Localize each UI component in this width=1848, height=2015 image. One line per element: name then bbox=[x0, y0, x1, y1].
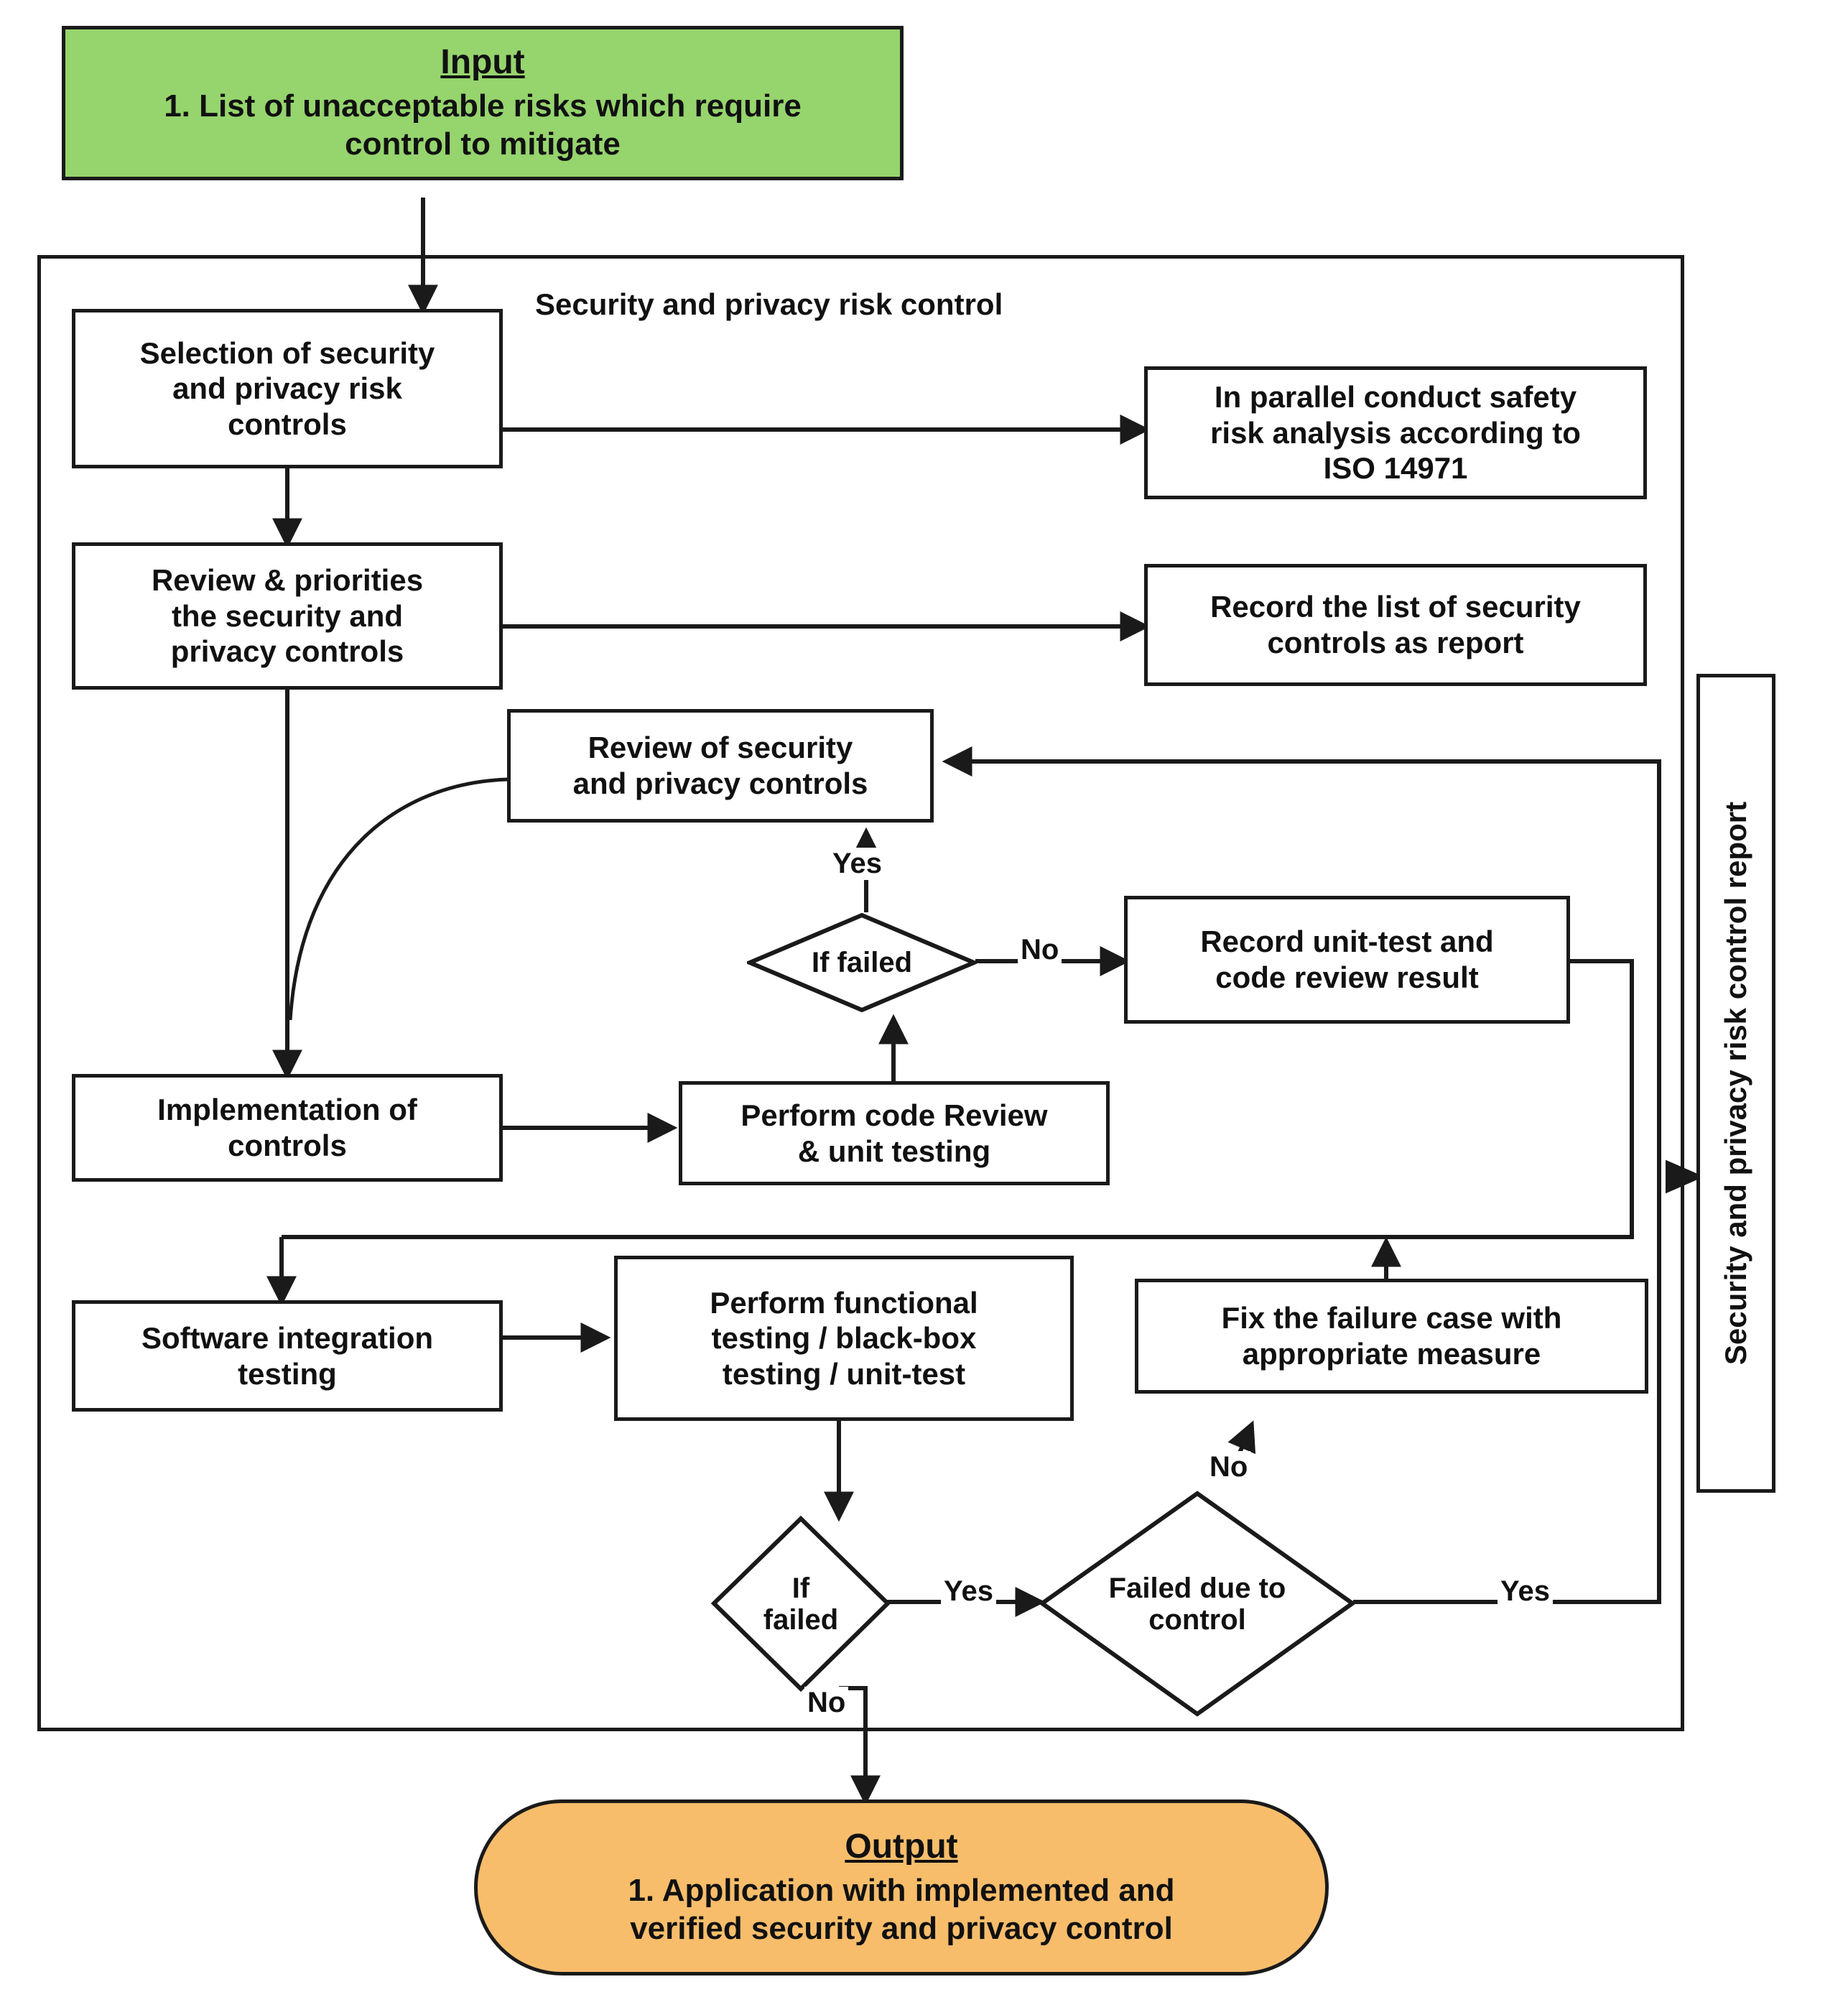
node-record-controls-report[interactable]: Record the list of security controls as … bbox=[1144, 564, 1647, 686]
decision-failed-due-to-control[interactable]: Failed due to control bbox=[1039, 1491, 1355, 1717]
input-body: 1. List of unacceptable risks which requ… bbox=[164, 88, 802, 162]
node-parallel-safety-analysis[interactable]: In parallel conduct safety risk analysis… bbox=[1144, 366, 1647, 499]
input-title: Input bbox=[440, 43, 525, 82]
edge-label-yes-func-failed: Yes bbox=[941, 1575, 996, 1608]
container-title: Security and privacy risk control bbox=[535, 287, 1003, 321]
input-terminator: Input 1. List of unacceptable risks whic… bbox=[62, 26, 904, 180]
node-software-integration-testing[interactable]: Software integration testing bbox=[72, 1300, 503, 1412]
decision-label: If failed bbox=[763, 1572, 839, 1636]
side-report-label: Security and privacy risk control report bbox=[1719, 801, 1753, 1366]
node-record-unit-test[interactable]: Record unit-test and code review result bbox=[1124, 896, 1570, 1024]
edge-label-no-fix: No bbox=[1207, 1451, 1251, 1483]
output-terminator: Output 1. Application with implemented a… bbox=[474, 1799, 1329, 1975]
decision-label: If failed bbox=[811, 947, 913, 978]
decision-if-failed-code-review[interactable]: If failed bbox=[747, 912, 977, 1013]
decision-label: Failed due to control bbox=[1108, 1572, 1286, 1636]
node-functional-testing[interactable]: Perform functional testing / black-box t… bbox=[614, 1256, 1074, 1421]
output-title: Output bbox=[845, 1828, 958, 1866]
output-body: 1. Application with implemented and veri… bbox=[628, 1873, 1175, 1946]
edge-label-no-func-failed: No bbox=[804, 1687, 849, 1719]
decision-if-failed-functional[interactable]: If failed bbox=[711, 1516, 891, 1692]
node-review-of-controls[interactable]: Review of security and privacy controls bbox=[507, 709, 934, 823]
edge-label-yes-control: Yes bbox=[1498, 1575, 1553, 1608]
edge-label-no-record: No bbox=[1018, 934, 1062, 966]
node-fix-failure-case[interactable]: Fix the failure case with appropriate me… bbox=[1135, 1279, 1648, 1394]
node-review-priorities[interactable]: Review & priorities the security and pri… bbox=[72, 542, 503, 690]
node-implementation-of-controls[interactable]: Implementation of controls bbox=[72, 1074, 503, 1182]
node-selection-of-controls[interactable]: Selection of security and privacy risk c… bbox=[72, 309, 503, 468]
node-perform-code-review[interactable]: Perform code Review & unit testing bbox=[679, 1081, 1110, 1185]
edge-label-yes-review: Yes bbox=[830, 848, 885, 880]
side-report-box[interactable]: Security and privacy risk control report bbox=[1696, 674, 1775, 1493]
